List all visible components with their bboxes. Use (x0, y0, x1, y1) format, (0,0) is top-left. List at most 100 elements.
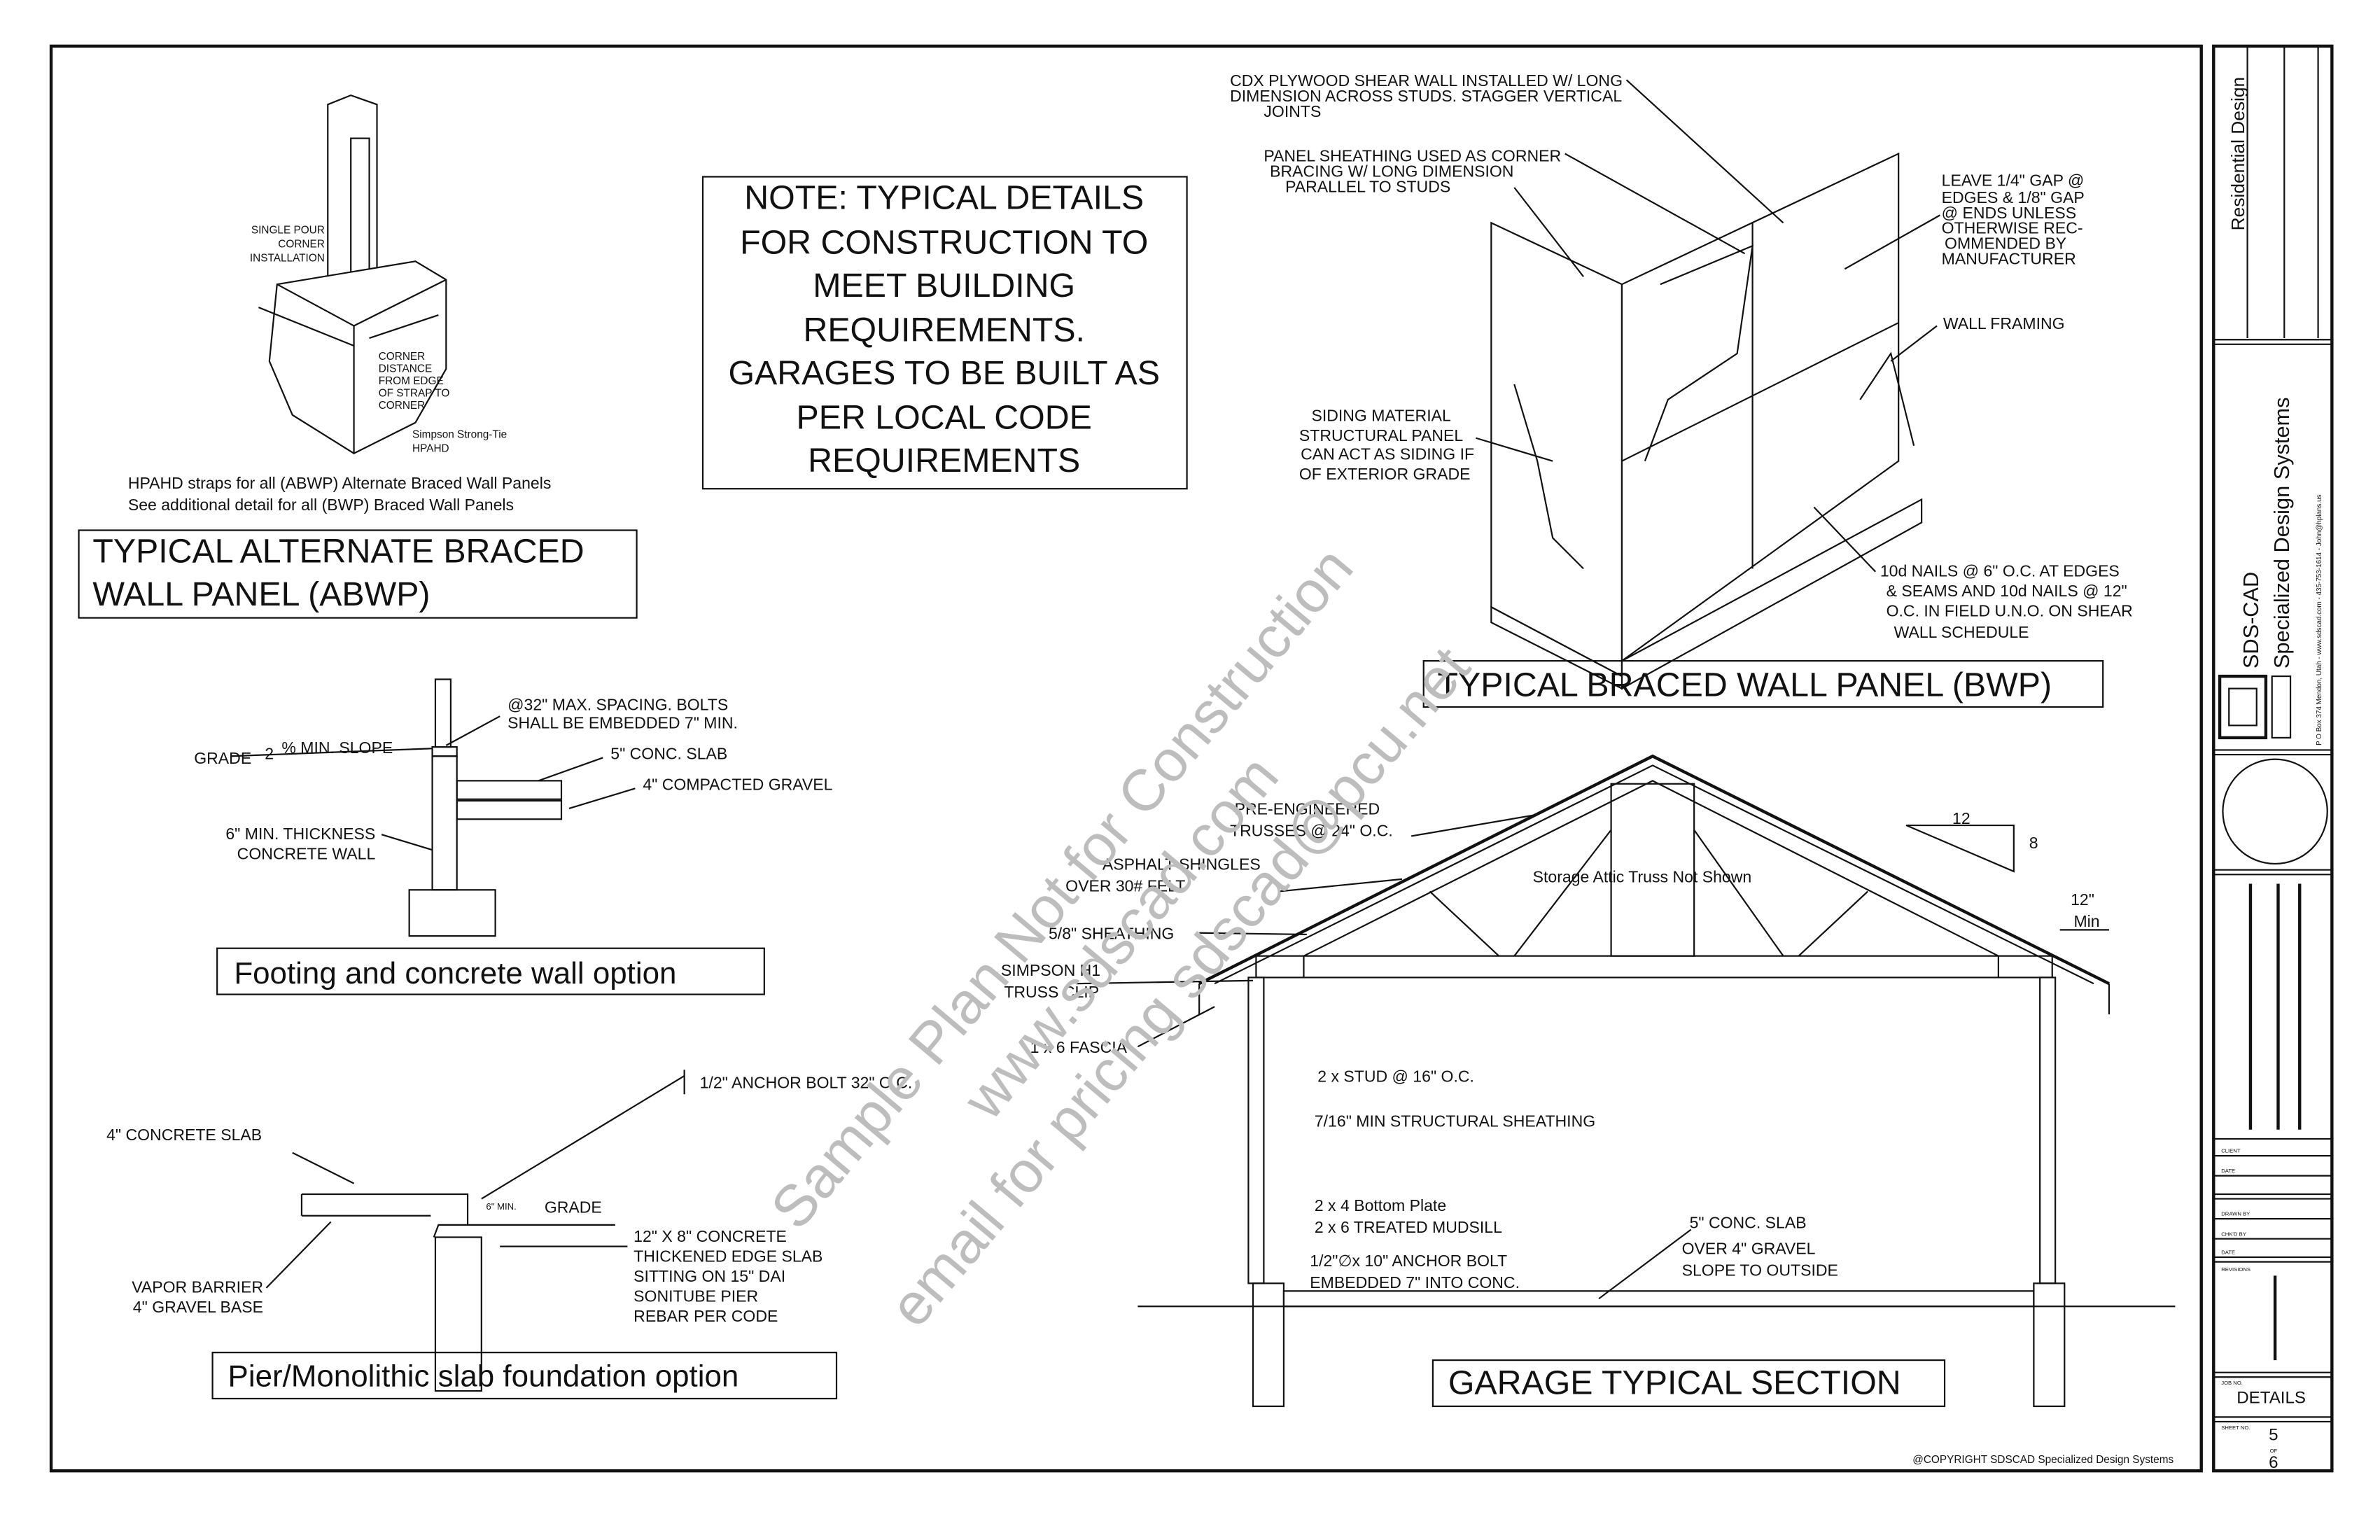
label: JOINTS (1264, 102, 1321, 120)
label: @ ENDS UNLESS (1942, 204, 2076, 222)
label: 4" GRAVEL BASE (133, 1298, 263, 1316)
field-date: DATE (2221, 1168, 2235, 1174)
label: GRADE (194, 749, 251, 767)
label: SLOPE TO OUTSIDE (1682, 1261, 1838, 1279)
label: CONCRETE WALL (237, 844, 376, 862)
label: 6" MIN. THICKNESS (225, 825, 375, 843)
label: O.C. IN FIELD U.N.O. ON SHEAR (1886, 601, 2133, 620)
label: 7/16" MIN STRUCTURAL SHEATHING (1315, 1112, 1595, 1130)
label: WALL FRAMING (1943, 314, 2065, 332)
label: CORNER (379, 351, 426, 363)
label: GRADE (545, 1198, 602, 1216)
label: OTHERWISE REC- (1942, 219, 2083, 237)
label: SHALL BE EMBEDDED 7" MIN. (507, 714, 738, 732)
note: See additional detail for all (BWP) Brac… (128, 496, 514, 514)
bwp-labels: CDX PLYWOOD SHEAR WALL INSTALLED W/ LONG… (1230, 71, 2133, 641)
pier-title: Pier/Monolithic slab foundation option (228, 1359, 739, 1393)
label: 6" MIN. (486, 1201, 516, 1212)
label: Simpson Strong-Tie (412, 429, 507, 441)
label: 1 x 6 FASCIA (1030, 1038, 1128, 1056)
note-box (701, 176, 1188, 490)
label: 2 x 4 Bottom Plate (1315, 1196, 1446, 1214)
label: REBAR PER CODE (634, 1307, 778, 1325)
note-line: REQUIREMENTS. (803, 311, 1085, 349)
sheet-label: SHEET NO. (2221, 1424, 2250, 1431)
label: SIMPSON H1 (1001, 961, 1100, 979)
label: @32" MAX. SPACING. BOLTS (507, 695, 728, 713)
label: 12" (2071, 890, 2094, 909)
label: TRUSSES @ 24" O.C. (1230, 821, 1393, 839)
copyright: @COPYRIGHT SDSCAD Specialized Design Sys… (1912, 1454, 2174, 1466)
pitch-run: 12 (1952, 809, 1970, 827)
abwp-title: TYPICAL ALTERNATE BRACED (92, 533, 584, 570)
company-logo (2218, 674, 2292, 740)
label: PARALLEL TO STUDS (1285, 177, 1450, 195)
abwp-strap-drawing (258, 94, 447, 454)
footing-title-box (216, 947, 765, 995)
general-note: NOTE: TYPICAL DETAILS FOR CONSTRUCTION T… (728, 179, 1159, 479)
note-line: GARAGES TO BE BUILT AS (728, 354, 1159, 392)
job-value: DETAILS (2236, 1389, 2306, 1408)
footing-drawing (230, 678, 636, 937)
label: CDX PLYWOOD SHEAR WALL INSTALLED W/ LONG (1230, 71, 1623, 90)
label: 2 x STUD @ 16" O.C. (1317, 1068, 1474, 1086)
garage-section-drawing (1076, 754, 2176, 1408)
stamp-circle (2222, 758, 2328, 865)
label: Storage Attic Truss Not Shown (1533, 867, 1752, 886)
label: CORNER (278, 238, 325, 250)
footing-labels: @32" MAX. SPACING. BOLTS SHALL BE EMBEDD… (194, 695, 832, 862)
abwp-title: WALL PANEL (ABWP) (92, 575, 430, 613)
label: 5" CONC. SLAB (1690, 1213, 1807, 1231)
label: CORNER (379, 400, 426, 412)
garage-title-box (1432, 1359, 1946, 1408)
label: CAN ACT AS SIDING IF (1301, 444, 1474, 463)
sheet-total: 6 (2269, 1453, 2278, 1472)
label: Min (2073, 912, 2099, 930)
label: DISTANCE (379, 363, 433, 374)
bwp-drawing (1476, 79, 1940, 690)
label: HPAHD (412, 443, 449, 455)
label: 1/2"∅x 10" ANCHOR BOLT (1310, 1252, 1507, 1270)
label: STRUCTURAL PANEL (1299, 426, 1464, 444)
label: ASPHALT SHINGLES (1102, 855, 1261, 874)
pier-labels: 1/2" ANCHOR BOLT 32" O.C. 4" CONCRETE SL… (106, 1073, 912, 1325)
label: OF EXTERIOR GRADE (1299, 465, 1471, 483)
label: 12" X 8" CONCRETE (634, 1227, 787, 1245)
label: OF STRAP TO (379, 387, 450, 399)
title-block-border (2212, 44, 2334, 1473)
label: & SEAMS AND 10d NAILS @ 12" (1886, 582, 2127, 600)
category-label: Residential Design (2227, 77, 2248, 231)
abwp-labels: SINGLE POUR CORNER INSTALLATION CORNER D… (128, 225, 552, 514)
pier-title-box (211, 1352, 838, 1400)
note: HPAHD straps for all (ABWP) Alternate Br… (128, 474, 552, 492)
label: FROM EDGE (379, 375, 444, 387)
field-checked-by: CHK'D BY (2221, 1231, 2246, 1237)
label: EDGES & 1/8" GAP (1942, 188, 2085, 206)
label: % MIN. SLOPE (281, 738, 393, 757)
label: SIDING MATERIAL (1311, 407, 1451, 425)
job-label: JOB NO. (2221, 1380, 2243, 1386)
bwp-title-box (1422, 660, 2104, 708)
field-revisions: REVISIONS (2221, 1266, 2250, 1273)
label: OVER 30# FELT (1065, 876, 1185, 895)
label: OVER 4" GRAVEL (1682, 1240, 1816, 1258)
field-date: DATE (2221, 1250, 2235, 1256)
sheet-border (49, 44, 2203, 1473)
sheet-number: 5 (2269, 1425, 2278, 1444)
title-block: Residential Design SDS-CAD Specialized D… (2213, 46, 2332, 1472)
label: VAPOR BARRIER (132, 1278, 263, 1296)
pier-drawing (265, 1070, 685, 1392)
note-line: PER LOCAL CODE (797, 399, 1092, 437)
label: 5/8" SHEATHING (1049, 925, 1174, 943)
label: PANEL SHEATHING USED AS CORNER (1264, 147, 1561, 165)
label: BRACING W/ LONG DIMENSION (1270, 162, 1513, 180)
label: PRE-ENGINEERED (1235, 800, 1380, 818)
label: INSTALLATION (250, 252, 325, 264)
company-address: P O Box 374 Mendon, Utah - www.sdscad.co… (2316, 494, 2323, 745)
company-name: Specialized Design Systems (2269, 398, 2294, 669)
of-label: OF (2270, 1448, 2278, 1454)
label: 4" COMPACTED GRAVEL (643, 776, 832, 794)
label: SINGLE POUR (251, 225, 325, 237)
